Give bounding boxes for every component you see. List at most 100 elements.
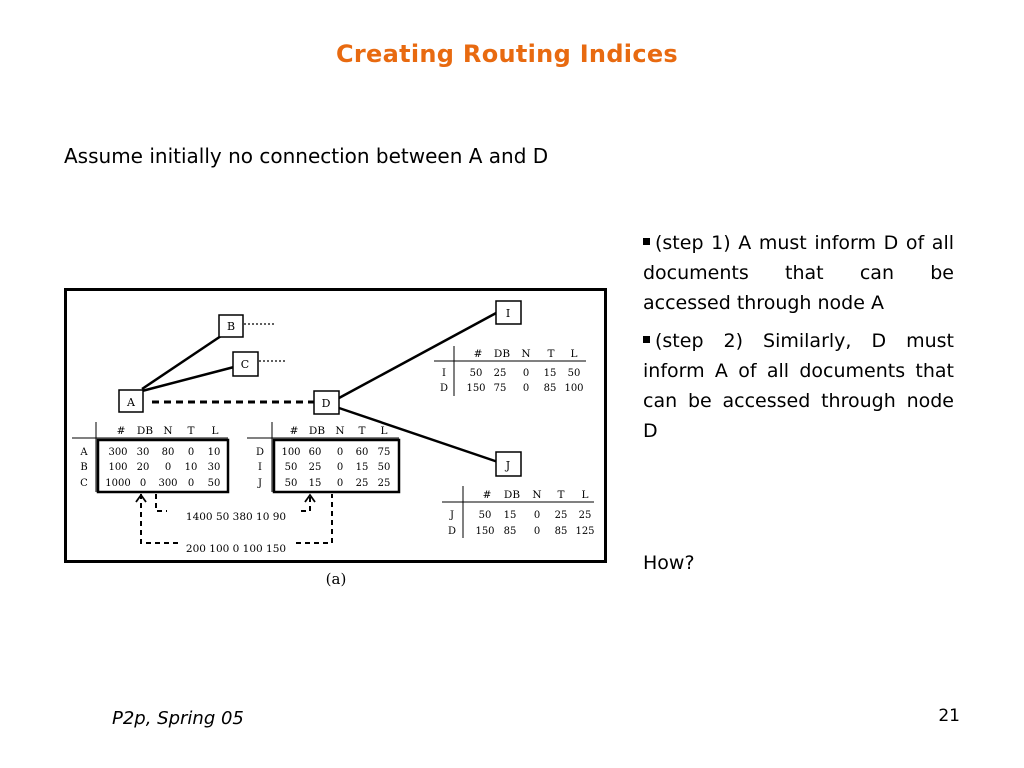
node-i-label: I [506, 307, 510, 320]
svg-text:15: 15 [356, 462, 369, 473]
table-a-col-t: T [187, 425, 194, 437]
table-i-row: I 50 25 0 15 50 [442, 368, 580, 379]
svg-text:I: I [258, 462, 262, 473]
table-j-row: D 150 85 0 85 125 [448, 526, 595, 537]
svg-text:DB: DB [504, 489, 520, 501]
svg-text:150: 150 [466, 383, 485, 394]
svg-text:85: 85 [544, 383, 557, 394]
svg-text:D: D [448, 526, 456, 537]
table-a-row: C 1000 0 300 0 50 [80, 478, 220, 489]
bullet-text: (step 2) Similarly, D must inform A of a… [643, 330, 954, 442]
svg-text:85: 85 [555, 526, 568, 537]
table-d-header: # DB N T L [290, 425, 388, 437]
svg-text:J: J [257, 478, 262, 489]
svg-text:75: 75 [378, 447, 391, 458]
square-bullet-icon [643, 336, 650, 343]
svg-text:150: 150 [475, 526, 494, 537]
page-number: 21 [938, 706, 960, 726]
bullet-text: (step 1) A must inform D of all document… [643, 232, 954, 314]
svg-text:125: 125 [575, 526, 594, 537]
svg-text:D: D [440, 383, 448, 394]
table-j-row: J 50 15 0 25 25 [449, 510, 591, 521]
svg-text:N: N [532, 489, 541, 501]
svg-text:80: 80 [162, 447, 175, 458]
svg-text:L: L [582, 489, 589, 501]
node-b-label: B [227, 320, 235, 333]
svg-text:50: 50 [285, 478, 298, 489]
table-d-col-l: L [381, 425, 388, 437]
svg-text:0: 0 [523, 368, 529, 379]
svg-text:0: 0 [337, 478, 343, 489]
svg-text:T: T [557, 489, 564, 501]
svg-text:10: 10 [208, 447, 221, 458]
table-a-col-db: DB [137, 425, 153, 437]
svg-text:L: L [571, 348, 578, 360]
table-d-row: D 100 60 0 60 75 [256, 447, 390, 458]
svg-text:50: 50 [568, 368, 581, 379]
message-a-to-d-label: 1400 50 380 10 90 [186, 511, 286, 523]
table-a-row: A 300 30 80 0 10 [79, 447, 220, 458]
svg-text:60: 60 [356, 447, 369, 458]
svg-text:0: 0 [337, 462, 343, 473]
routing-table-a: # DB N T L A 300 30 80 0 10 B 100 20 [72, 422, 230, 494]
table-j-header: # DB N T L [483, 489, 589, 501]
table-i-header: # DB N T L [474, 348, 578, 360]
svg-text:DB: DB [494, 348, 510, 360]
node-b: B [218, 314, 244, 338]
svg-text:50: 50 [285, 462, 298, 473]
edge-d-i [338, 310, 499, 400]
svg-text:25: 25 [378, 478, 391, 489]
svg-text:0: 0 [523, 383, 529, 394]
routing-table-d: # DB N T L D 100 60 0 60 75 I 50 25 [247, 422, 401, 494]
svg-text:0: 0 [337, 447, 343, 458]
node-d: D [313, 390, 340, 415]
svg-text:N: N [521, 348, 530, 360]
svg-text:0: 0 [188, 447, 194, 458]
slide-title: Creating Routing Indices [335, 40, 679, 68]
svg-text:J: J [449, 510, 454, 521]
table-a-col-n: N [163, 425, 172, 437]
svg-text:50: 50 [479, 510, 492, 521]
svg-text:0: 0 [534, 526, 540, 537]
square-bullet-icon [643, 238, 650, 245]
table-a-header: # DB N T L [117, 425, 219, 437]
svg-text:#: # [474, 348, 483, 360]
table-d-col-db: DB [309, 425, 325, 437]
svg-text:50: 50 [378, 462, 391, 473]
question-text: How? [643, 552, 695, 574]
svg-text:1000: 1000 [105, 478, 130, 489]
node-a-label: A [126, 396, 136, 409]
svg-text:I: I [442, 368, 446, 379]
routing-table-i: # DB N T L I 50 25 0 15 50 D 150 75 [434, 346, 586, 396]
message-a-to-d: 1400 50 380 10 90 [155, 493, 316, 523]
svg-text:50: 50 [208, 478, 221, 489]
svg-text:25: 25 [356, 478, 369, 489]
footer-course-label: P2p, Spring 05 [112, 708, 244, 729]
node-i: I [495, 300, 522, 325]
edge-a-b [141, 334, 222, 391]
svg-text:15: 15 [544, 368, 557, 379]
svg-text:0: 0 [188, 478, 194, 489]
table-a-col-l: L [212, 425, 219, 437]
message-d-to-a-label: 200 100 0 100 150 [186, 543, 286, 555]
figure-caption: (a) [326, 570, 347, 588]
edge-a-c [141, 365, 235, 393]
svg-text:0: 0 [534, 510, 540, 521]
svg-text:C: C [80, 478, 88, 489]
svg-text:300: 300 [108, 447, 127, 458]
bullet-item: (step 2) Similarly, D must inform A of a… [643, 326, 954, 446]
arrowhead-to-d [304, 493, 316, 503]
svg-text:25: 25 [309, 462, 322, 473]
edge-d-j [338, 406, 499, 464]
svg-text:25: 25 [555, 510, 568, 521]
svg-text:0: 0 [140, 478, 146, 489]
svg-text:75: 75 [494, 383, 507, 394]
svg-text:D: D [256, 447, 264, 458]
table-d-row: I 50 25 0 15 50 [258, 462, 390, 473]
svg-text:300: 300 [158, 478, 177, 489]
svg-text:85: 85 [504, 526, 517, 537]
table-a-col-count: # [117, 425, 126, 437]
node-a: A [118, 389, 144, 413]
arrowhead-to-a [135, 493, 147, 503]
table-d-col-count: # [290, 425, 299, 437]
